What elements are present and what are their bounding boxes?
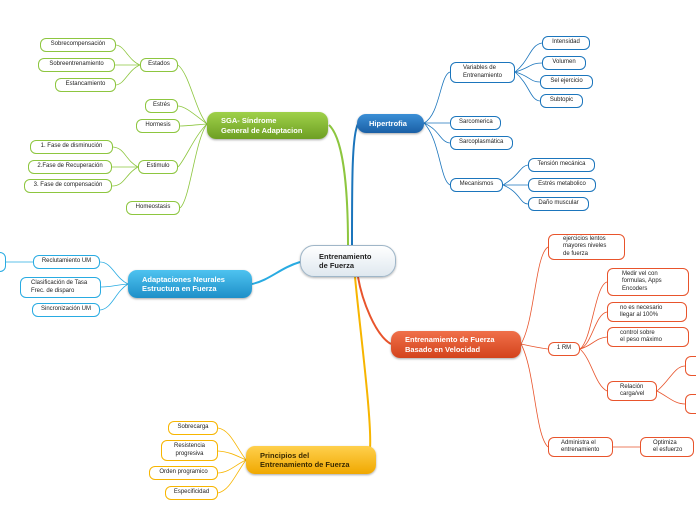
node-ejercicios-lentos[interactable]: ejercicios lentos mayores niveles de fue…: [548, 234, 625, 260]
node-medir[interactable]: Medir vel con formulas, Apps Encoders: [607, 268, 689, 296]
node-administra[interactable]: Administra el entrenamiento: [548, 437, 613, 457]
topic-principios[interactable]: Principios del Entrenamiento de Fuerza: [246, 446, 376, 474]
node-volumen-label: Volumen: [552, 59, 576, 66]
node-fase-1-label: 1. Fase de disminución: [40, 143, 103, 150]
node-relacion-label: Relación carga/vel: [620, 383, 645, 398]
node-hormesis-label: Hormesis: [145, 122, 171, 129]
node-homeostasis[interactable]: Homeostasis: [126, 201, 180, 215]
node-tension-label: Tensión mecánica: [537, 161, 586, 168]
topic-sga-label: SGA- Síndrome General de Adaptacion: [221, 116, 303, 135]
node-mecanismos[interactable]: Mecanismos: [450, 178, 503, 192]
node-optimiza-label: Optimiza el esfuerzo: [653, 439, 683, 454]
node-estancamiento[interactable]: Estancamiento: [55, 78, 116, 92]
topic-hipertrofia[interactable]: Hipertrofia: [357, 114, 424, 133]
node-estados-label: Estados: [148, 61, 170, 68]
topic-sga[interactable]: SGA- Síndrome General de Adaptacion: [207, 112, 328, 139]
node-subtopic[interactable]: Subtopic: [540, 94, 583, 108]
node-intensidad-label: Intensidad: [552, 39, 580, 46]
node-estres-metabolico[interactable]: Estrés metabolico: [528, 178, 596, 192]
node-sel-ejercicio[interactable]: Sel ejercicio: [540, 75, 593, 89]
node-mecanismos-label: Mecanismos: [459, 181, 494, 188]
node-especificidad-label: Especificidad: [173, 489, 210, 496]
topic-velocidad-label: Entrenamiento de Fuerza Basado en Veloci…: [405, 335, 495, 354]
node-dano-muscular-label: Daño muscular: [538, 200, 579, 207]
node-reclutamiento-label: Reclutamiento UM: [41, 258, 92, 265]
node-clasificacion[interactable]: Clasificación de Tasa Frec. de disparo: [20, 277, 101, 298]
node-optimiza[interactable]: Optimiza el esfuerzo: [640, 437, 694, 457]
node-offscreen-red-2[interactable]: [685, 394, 696, 414]
node-estancamiento-label: Estancamiento: [65, 81, 106, 88]
node-subtopic-label: Subtopic: [549, 97, 574, 104]
node-estres-label: Estrés: [152, 102, 170, 109]
node-sincronizacion[interactable]: Sincronización UM: [32, 303, 100, 317]
node-no-necesario-label: no es necesario llegar al 100%: [620, 304, 663, 319]
node-control-label: control sobre el peso máximo: [620, 329, 663, 344]
node-sobrecompensacion-label: Sobrecompensación: [50, 41, 106, 48]
node-sel-ejercicio-label: Sel ejercicio: [550, 78, 583, 85]
node-fase-3-label: 3. Fase de compensación: [33, 182, 103, 189]
central-topic-label: Entrenamiento de Fuerza: [319, 251, 372, 270]
node-offscreen-red-1[interactable]: [685, 356, 696, 376]
node-volumen[interactable]: Volumen: [542, 56, 586, 70]
node-estimulo[interactable]: Estimulo: [138, 160, 178, 174]
node-control[interactable]: control sobre el peso máximo: [607, 327, 689, 347]
node-resistencia-label: Resistencia progresiva: [173, 443, 205, 457]
node-fase-1[interactable]: 1. Fase de disminución: [30, 140, 113, 154]
node-orden-label: Orden programico: [159, 469, 208, 476]
node-estados[interactable]: Estados: [140, 58, 178, 72]
node-relacion[interactable]: Relación carga/vel: [607, 381, 657, 401]
node-fase-2[interactable]: 2.Fase de Recuperación: [28, 160, 112, 174]
node-orden[interactable]: Orden programico: [149, 466, 218, 480]
topic-adaptaciones-label: Adaptaciones Neurales Estructura en Fuer…: [142, 274, 225, 293]
node-administra-label: Administra el entrenamiento: [561, 439, 600, 454]
node-sincronizacion-label: Sincronización UM: [40, 306, 92, 313]
node-variables-label: Variables de Entrenamiento: [463, 65, 503, 79]
node-estres[interactable]: Estrés: [145, 99, 178, 113]
node-sobrecompensacion[interactable]: Sobrecompensación: [40, 38, 116, 52]
node-estres-metabolico-label: Estrés metabolico: [538, 181, 586, 188]
node-sobrecarga[interactable]: Sobrecarga: [168, 421, 218, 435]
node-1rm-label: 1 RM: [556, 345, 572, 352]
node-sobreentrenamiento[interactable]: Sobreentrenamiento: [38, 58, 115, 72]
node-fase-2-label: 2.Fase de Recuperación: [37, 163, 103, 170]
topic-adaptaciones[interactable]: Adaptaciones Neurales Estructura en Fuer…: [128, 270, 252, 298]
node-intensidad[interactable]: Intensidad: [542, 36, 590, 50]
node-offscreen-cyan[interactable]: [0, 252, 6, 272]
central-topic[interactable]: Entrenamiento de Fuerza: [300, 245, 396, 277]
node-clasificacion-label: Clasificación de Tasa Frec. de disparo: [31, 280, 88, 294]
node-sobrecarga-label: Sobrecarga: [177, 424, 209, 431]
node-medir-label: Medir vel con formulas, Apps Encoders: [622, 270, 662, 292]
node-reclutamiento[interactable]: Reclutamiento UM: [33, 255, 100, 269]
node-fase-3[interactable]: 3. Fase de compensación: [24, 179, 112, 193]
node-no-necesario[interactable]: no es necesario llegar al 100%: [607, 302, 687, 322]
node-estimulo-label: Estimulo: [146, 163, 170, 170]
node-sarcomerica-label: Sarcomerica: [459, 119, 493, 126]
node-homeostasis-label: Homeostasis: [135, 204, 171, 211]
node-sarcoplasmatica[interactable]: Sarcoplasmática: [450, 136, 513, 150]
node-resistencia[interactable]: Resistencia progresiva: [161, 440, 218, 461]
node-ejercicios-lentos-label: ejercicios lentos mayores niveles de fue…: [563, 235, 607, 257]
node-variables[interactable]: Variables de Entrenamiento: [450, 62, 515, 83]
node-sobreentrenamiento-label: Sobreentrenamiento: [49, 61, 104, 68]
topic-hipertrofia-label: Hipertrofia: [369, 118, 407, 128]
topic-velocidad[interactable]: Entrenamiento de Fuerza Basado en Veloci…: [391, 331, 521, 358]
node-sarcomerica[interactable]: Sarcomerica: [450, 116, 501, 130]
node-especificidad[interactable]: Especificidad: [165, 486, 218, 500]
node-dano-muscular[interactable]: Daño muscular: [528, 197, 589, 211]
node-1rm[interactable]: 1 RM: [548, 342, 580, 356]
node-sarcoplasmatica-label: Sarcoplasmática: [459, 139, 504, 146]
topic-principios-label: Principios del Entrenamiento de Fuerza: [260, 450, 350, 469]
node-tension[interactable]: Tensión mecánica: [528, 158, 595, 172]
node-hormesis[interactable]: Hormesis: [136, 119, 180, 133]
